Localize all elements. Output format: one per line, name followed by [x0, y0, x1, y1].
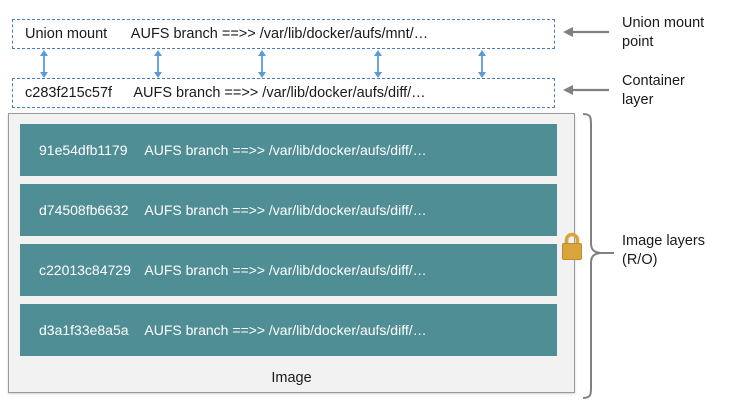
- curly-brace-icon: [582, 113, 614, 399]
- image-layer-branch-path: AUFS branch ==>> /var/lib/docker/aufs/di…: [144, 322, 427, 338]
- image-layer-id: d3a1f33e8a5a: [39, 322, 129, 338]
- container-layer-box: c283f215c57f AUFS branch ==>> /var/lib/d…: [12, 78, 555, 108]
- double-headed-arrow-icon: [475, 50, 489, 78]
- double-headed-arrow-icon: [255, 50, 269, 78]
- image-container: 91e54dfb1179 AUFS branch ==>> /var/lib/d…: [8, 113, 575, 393]
- container-layer-branch-path: AUFS branch ==>> /var/lib/docker/aufs/di…: [133, 85, 426, 101]
- double-headed-arrow-icon: [151, 50, 165, 78]
- image-layer-id: d74508fb6632: [39, 202, 129, 218]
- union-mount-box: Union mount AUFS branch ==>> /var/lib/do…: [12, 19, 555, 49]
- double-headed-arrow-icon: [371, 50, 385, 78]
- image-layer-row: c22013c84729 AUFS branch ==>> /var/lib/d…: [20, 244, 557, 296]
- image-layer-row: 91e54dfb1179 AUFS branch ==>> /var/lib/d…: [20, 124, 557, 176]
- callout-container-layer: Container layer: [622, 73, 685, 108]
- union-mount-branch-path: AUFS branch ==>> /var/lib/docker/aufs/mn…: [130, 26, 429, 42]
- image-layer-row: d3a1f33e8a5a AUFS branch ==>> /var/lib/d…: [20, 304, 557, 356]
- image-layer-id: 91e54dfb1179: [39, 142, 128, 158]
- union-mount-label: Union mount: [25, 26, 108, 42]
- image-layer-branch-path: AUFS branch ==>> /var/lib/docker/aufs/di…: [144, 202, 427, 218]
- double-headed-arrow-icon: [37, 50, 51, 78]
- image-caption: Image: [271, 370, 312, 386]
- image-layer-branch-path: AUFS branch ==>> /var/lib/docker/aufs/di…: [144, 142, 427, 158]
- image-layer-branch-path: AUFS branch ==>> /var/lib/docker/aufs/di…: [144, 262, 427, 278]
- image-layer-row: d74508fb6632 AUFS branch ==>> /var/lib/d…: [20, 184, 557, 236]
- lock-icon: [558, 229, 586, 263]
- image-layer-id: c22013c84729: [39, 262, 131, 278]
- callout-image-layers: Image layers (R/O): [622, 233, 706, 268]
- container-layer-id: c283f215c57f: [25, 85, 113, 101]
- left-arrow-icon: [563, 27, 609, 37]
- left-arrow-icon: [563, 85, 609, 95]
- callout-union-mount-point: Union mount point: [622, 15, 705, 50]
